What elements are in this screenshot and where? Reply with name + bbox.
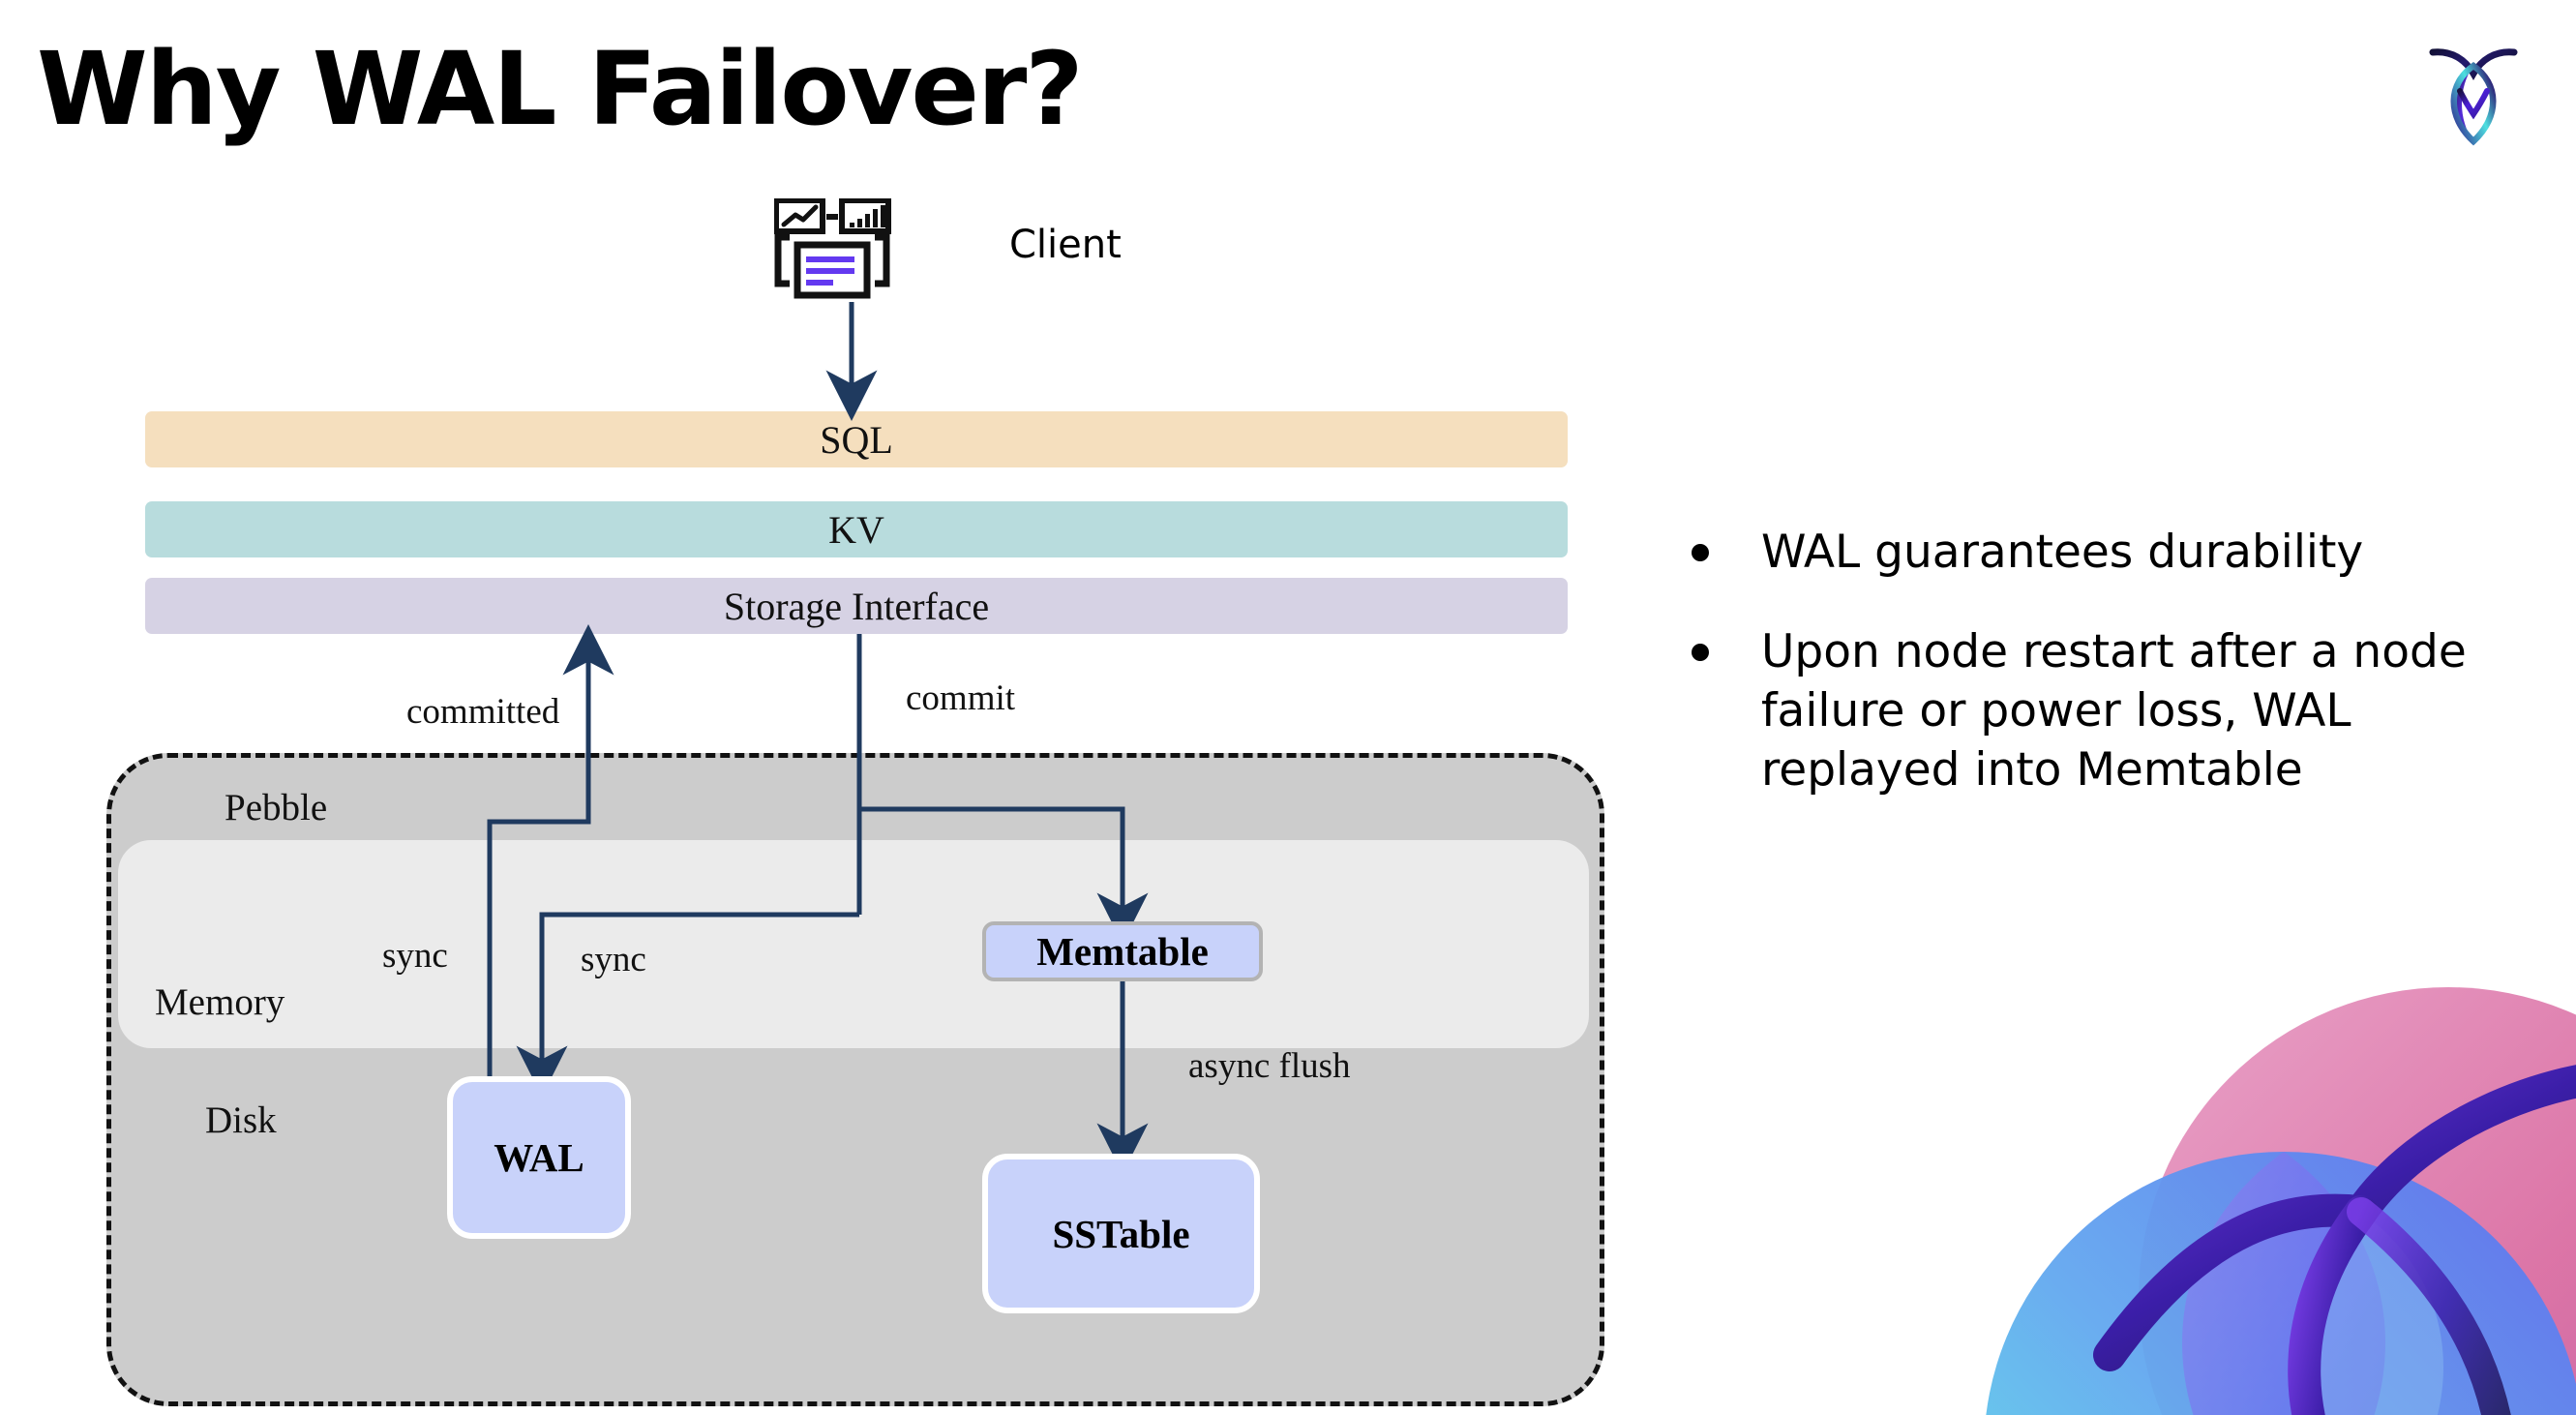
- layer-bar-sql-label: SQL: [820, 417, 893, 462]
- memory-region: [118, 840, 1589, 1048]
- node-memtable-label: Memtable: [1036, 929, 1209, 974]
- list-item: WAL guarantees durability: [1692, 523, 2533, 582]
- architecture-diagram: Client SQL KV Storage Interface Pebble M…: [106, 197, 1604, 1406]
- edge-label-sync-up: sync: [382, 936, 448, 976]
- pebble-label: Pebble: [225, 787, 328, 828]
- bullet-dot-icon: [1692, 644, 1709, 662]
- diagram-connectors: [487, 302, 1149, 1175]
- disk-label: Disk: [205, 1099, 277, 1141]
- bullet-dot-icon: [1692, 544, 1709, 561]
- edge-label-commit: commit: [906, 678, 1016, 718]
- node-wal[interactable]: WAL: [447, 1076, 631, 1239]
- client-dashboard-icon: [773, 197, 929, 305]
- decorative-logo-artwork: [1964, 929, 2576, 1415]
- layer-bar-kv[interactable]: KV: [145, 501, 1568, 557]
- memory-label: Memory: [155, 981, 285, 1023]
- edge-label-committed: committed: [406, 692, 560, 732]
- layer-bar-storage-interface-label: Storage Interface: [723, 584, 990, 628]
- node-sstable-label: SSTable: [1052, 1211, 1190, 1256]
- edge-label-sync-down: sync: [581, 940, 646, 979]
- layer-bar-kv-label: KV: [828, 507, 884, 552]
- edge-label-async-flush: async flush: [1188, 1046, 1351, 1086]
- node-wal-label: WAL: [494, 1135, 584, 1180]
- cockroachdb-logo: [2410, 27, 2537, 155]
- client-label: Client: [1009, 223, 1122, 267]
- bullet-text: WAL guarantees durability: [1761, 526, 2364, 579]
- page-title: Why WAL Failover?: [37, 30, 1084, 148]
- list-item: Upon node restart after a node failure o…: [1692, 622, 2533, 799]
- bullet-text: Upon node restart after a node failure o…: [1761, 625, 2467, 798]
- node-sstable[interactable]: SSTable: [982, 1154, 1260, 1313]
- layer-bar-storage-interface[interactable]: Storage Interface: [145, 578, 1568, 634]
- node-memtable[interactable]: Memtable: [982, 921, 1263, 981]
- bullet-list: WAL guarantees durability Upon node rest…: [1692, 523, 2533, 840]
